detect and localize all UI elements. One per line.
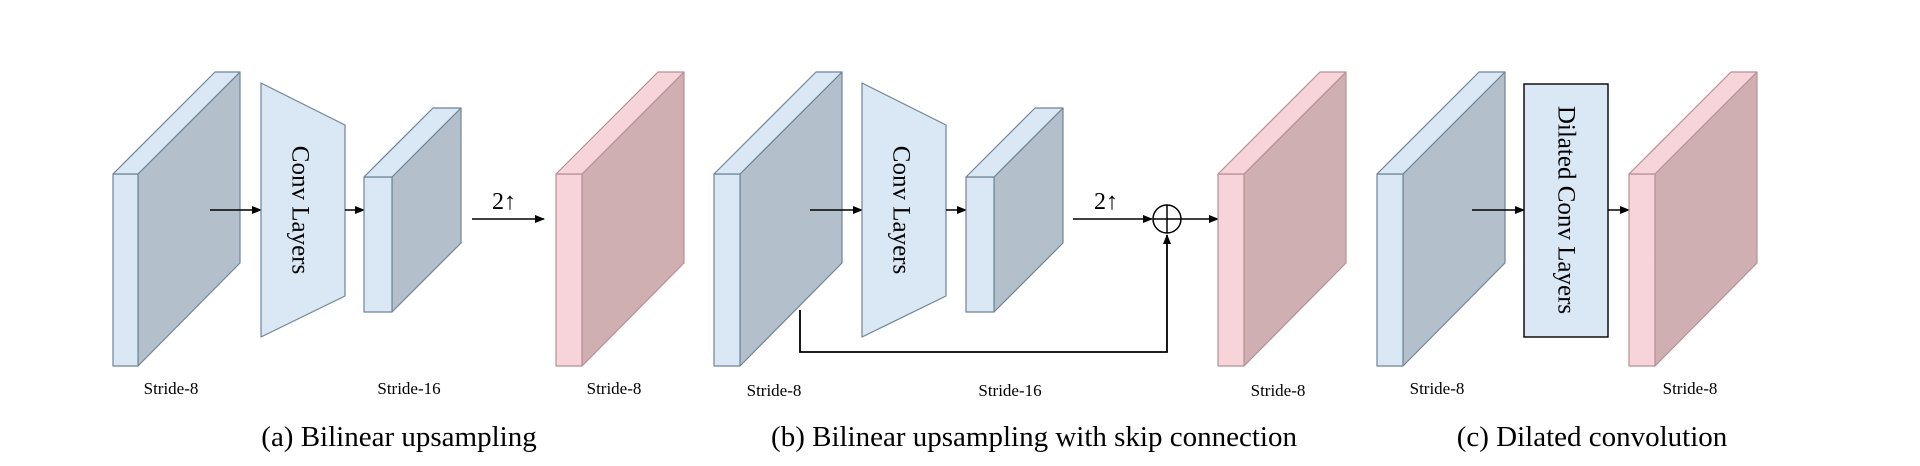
b-conv-label: Conv Layers	[888, 146, 915, 274]
b-caption: (b) Bilinear upsampling with skip connec…	[771, 421, 1297, 453]
b-output-feature-map	[1217, 71, 1347, 367]
b-mid-stride-label: Stride-16	[978, 381, 1041, 400]
c-output-feature-map	[1628, 71, 1758, 367]
a-output-stride-label: Stride-8	[587, 379, 642, 398]
a-conv-label: Conv Layers	[287, 146, 314, 274]
b-upsample-label: 2↑	[1094, 189, 1118, 215]
c-conv-label: Dilated Conv Layers	[1553, 106, 1580, 314]
b-input-stride-label: Stride-8	[747, 381, 802, 400]
a-conv-layers-block	[260, 82, 346, 338]
a-mid-feature-map	[363, 107, 462, 313]
a-input-stride-label: Stride-8	[144, 379, 199, 398]
c-input-stride-label: Stride-8	[1410, 379, 1465, 398]
c-dilated-conv-block	[1523, 83, 1609, 338]
c-caption: (c) Dilated convolution	[1457, 421, 1728, 453]
b-conv-layers-block	[861, 82, 947, 338]
a-output-feature-map	[555, 71, 685, 367]
b-sum-node	[1152, 204, 1182, 234]
diagram-c	[1376, 71, 1758, 367]
a-mid-stride-label: Stride-16	[377, 379, 440, 398]
a-caption: (a) Bilinear upsampling	[261, 421, 536, 453]
a-upsample-label: 2↑	[492, 189, 516, 215]
c-input-feature-map	[1376, 71, 1506, 367]
b-skip-connection-arrow	[799, 234, 1171, 353]
b-input-feature-map	[713, 71, 843, 367]
diagram-b	[713, 71, 1347, 367]
b-output-stride-label: Stride-8	[1251, 381, 1306, 400]
diagram-a	[112, 71, 685, 367]
b-mid-feature-map	[965, 107, 1064, 313]
a-input-feature-map	[112, 71, 241, 367]
c-output-stride-label: Stride-8	[1663, 379, 1718, 398]
